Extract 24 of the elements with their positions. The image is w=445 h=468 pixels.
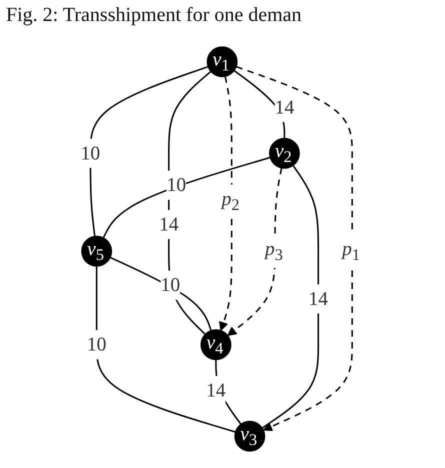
edge-label: p$_{3}$ (264, 238, 283, 264)
connector (96, 266, 236, 433)
arrow (219, 76, 232, 332)
connector (262, 165, 320, 429)
edge-label: 10 (160, 274, 180, 296)
figure-title: Fig. 2: Transshipment for one deman (5, 3, 303, 27)
node-circle: v$_{1}$ (206, 46, 238, 78)
edge-label: 14 (159, 213, 179, 235)
connector (102, 156, 270, 238)
connector (110, 256, 212, 331)
edge-label: 10 (80, 142, 100, 164)
edge-label: 14 (206, 379, 226, 401)
connector (90, 66, 208, 237)
node-circle: v$_{2}$ (269, 138, 300, 169)
node-circle: v$_{3}$ (234, 420, 266, 452)
edge-label: p$_{2}$ (222, 188, 240, 214)
node-circle: v$_{5}$ (81, 236, 112, 267)
edge-label: 10 (166, 174, 186, 196)
edge-label: 14 (274, 96, 294, 118)
edge-label: 14 (308, 288, 328, 310)
node-circle: v$_{4}$ (200, 329, 232, 360)
edge-label: 10 (86, 333, 106, 355)
edge-label: p$_{1}$ (342, 238, 360, 264)
arrow (236, 66, 353, 431)
